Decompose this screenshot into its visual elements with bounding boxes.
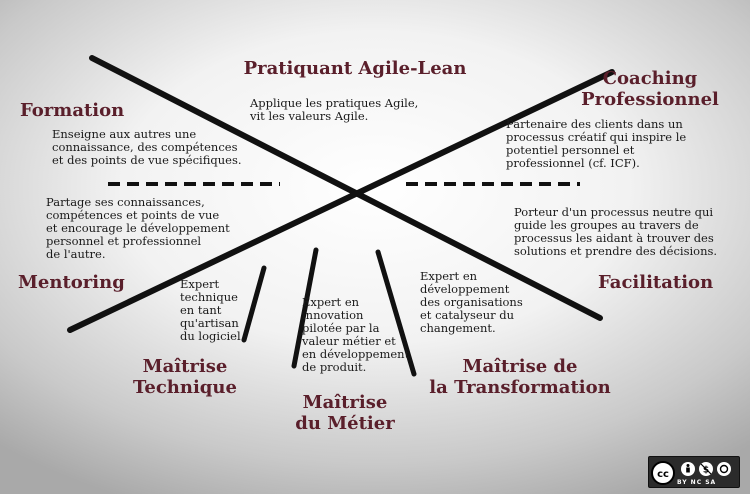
heading-facilitation: Facilitation — [598, 272, 714, 293]
by-icon — [681, 462, 695, 476]
description-technique-line: Expert — [180, 277, 220, 291]
diagonal-line-left — [89, 55, 603, 321]
description-technique-line: du logiciel. — [180, 329, 245, 343]
heading-maitrise-transformation-line-2: la Transformation — [429, 377, 611, 398]
description-facilitation-line: Porteur d'un processus neutre qui — [514, 205, 714, 219]
description-mentoring-line: de l'autre. — [46, 247, 106, 261]
heading-pratiquant: Pratiquant Agile-Lean — [243, 58, 467, 79]
description-metier-line: pilotée par la — [302, 321, 380, 335]
branch-line-technique — [241, 265, 267, 343]
heading-formation: Formation — [20, 100, 125, 121]
license-labels: BY NC SA — [677, 479, 717, 486]
license-icons: cc $ — [651, 461, 731, 485]
svg-text:$: $ — [703, 466, 709, 476]
description-transformation-line: et catalyseur du — [420, 308, 515, 322]
description-facilitation-line: solutions et prendre des décisions. — [514, 244, 718, 258]
heading-maitrise-technique-line-1: Maîtrise — [142, 356, 228, 377]
description-transformation-line: Expert en — [420, 269, 478, 283]
description-technique-line: qu'artisan — [180, 316, 239, 330]
diagonal-line-right — [67, 69, 615, 333]
description-mentoring: Partage ses connaissances, compétences e… — [46, 196, 230, 261]
heading-maitrise-technique-line-2: Technique — [133, 377, 237, 398]
description-pratiquant-line: Applique les pratiques Agile, — [250, 96, 419, 110]
description-facilitation-line: guide les groupes au travers de — [514, 218, 699, 232]
description-formation-line: connaissance, des compétences — [52, 140, 238, 154]
description-mentoring-line: compétences et points de vue — [46, 208, 220, 222]
description-technique-line: technique — [180, 290, 238, 304]
heading-maitrise-transformation-line-1: Maîtrise de — [462, 356, 578, 377]
description-mentoring-line: personnel et professionnel — [46, 234, 202, 248]
description-technique-line: en tant — [180, 303, 222, 317]
description-metier: Expert en innovation pilotée par la vale… — [302, 296, 409, 374]
sa-icon — [717, 462, 731, 476]
heading-coaching-line-1: Coaching — [602, 68, 698, 89]
cc-icon: cc — [651, 461, 675, 485]
branch-line-metier-left — [291, 247, 319, 369]
branch-line-metier-right — [375, 249, 417, 377]
description-metier-line: valeur métier et — [302, 334, 396, 348]
heading-maitrise-metier-line-1: Maîtrise — [302, 392, 388, 413]
description-facilitation: Porteur d'un processus neutre qui guide … — [514, 206, 717, 258]
description-facilitation-line: processus les aidant à trouver des — [514, 231, 714, 245]
description-metier-line: en développement — [302, 347, 410, 361]
svg-text:cc: cc — [657, 469, 669, 480]
description-pratiquant-line: vit les valeurs Agile. — [250, 109, 369, 123]
description-coaching-line: professionnel (cf. ICF). — [506, 156, 640, 170]
heading-maitrise-transformation: Maîtrise de la Transformation — [420, 356, 620, 398]
nc-icon: $ — [699, 462, 713, 476]
description-formation-line: Enseigne aux autres une — [52, 127, 197, 141]
description-pratiquant: Applique les pratiques Agile, vit les va… — [250, 97, 418, 123]
description-transformation-line: changement. — [420, 321, 496, 335]
description-transformation: Expert en développement des organisation… — [420, 270, 523, 335]
description-transformation-line: développement — [420, 282, 510, 296]
heading-maitrise-technique: Maîtrise Technique — [120, 356, 250, 398]
description-transformation-line: des organisations — [420, 295, 523, 309]
description-metier-line: de produit. — [302, 360, 367, 374]
heading-coaching-line-2: Professionnel — [581, 89, 719, 110]
license-badge[interactable]: cc $ BY NC SA — [648, 456, 740, 488]
description-metier-line: innovation — [302, 308, 364, 322]
description-coaching: Partenaire des clients dans un processus… — [506, 118, 686, 170]
description-formation-line: et des points de vue spécifiques. — [52, 153, 242, 167]
description-technique: Expert technique en tant qu'artisan du l… — [180, 278, 244, 343]
description-mentoring-line: Partage ses connaissances, — [46, 195, 205, 209]
description-coaching-line: Partenaire des clients dans un — [506, 117, 683, 131]
heading-mentoring: Mentoring — [18, 272, 125, 293]
description-coaching-line: processus créatif qui inspire le — [506, 130, 687, 144]
description-mentoring-line: et encourage le développement — [46, 221, 230, 235]
description-metier-line: Expert en — [302, 295, 360, 309]
description-formation: Enseigne aux autres une connaissance, de… — [52, 128, 242, 167]
description-coaching-line: potentiel personnel et — [506, 143, 635, 157]
heading-maitrise-metier-line-2: du Métier — [295, 413, 395, 434]
heading-coaching: Coaching Professionnel — [560, 68, 740, 110]
heading-maitrise-metier: Maîtrise du Métier — [280, 392, 410, 434]
